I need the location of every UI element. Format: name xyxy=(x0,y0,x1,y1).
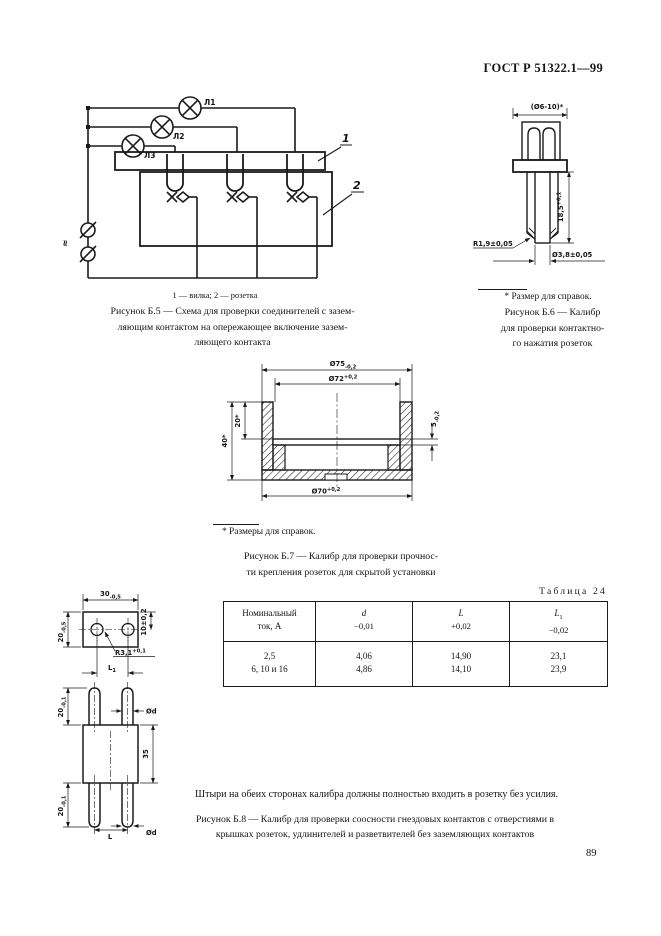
table-header-cell-l1: L1 −0,02 xyxy=(509,601,608,642)
dim-label-r31: R3,1+0,1 xyxy=(115,649,146,658)
caption-line: Рисунок Б.7 — Калибр для проверки прочно… xyxy=(244,551,438,562)
junction-dots xyxy=(86,106,90,148)
table-cell: 4,86 xyxy=(315,663,413,687)
table-header-cell-l: L +0,02 xyxy=(412,601,510,642)
caption-line: крышках розеток, удлинителей и разветвит… xyxy=(215,828,535,840)
dim-label-30: 30-0,5 xyxy=(100,590,121,601)
dim-label-pin-bottom: 20-0,1 xyxy=(57,795,68,816)
plug-callout-label: 1 xyxy=(342,132,350,145)
dim-label-d70: Ø70+0,2 xyxy=(312,487,341,496)
table-cell: 23,1 xyxy=(509,641,608,664)
callout-1: 1 xyxy=(317,132,352,162)
figure-b8-gauge-drawing: 30-0,5 20-0,5 10±0,2 R3,1+0,1 L1 xyxy=(57,590,158,841)
document-header: ГОСТ Р 51322.1—99 xyxy=(483,61,603,75)
pin-centerlines xyxy=(94,682,128,835)
figure-b6-caption: Рисунок Б.6 — Калибр для проверки контак… xyxy=(460,305,645,352)
plug-outline xyxy=(114,151,326,192)
dim-label-20: 20* xyxy=(234,414,242,427)
socket-contacts xyxy=(166,190,317,204)
figure-b5-legend: 1 — вилка; 2 — розетка xyxy=(172,291,258,300)
figure-b8-note: Штыри на обеих сторонах калибра должны п… xyxy=(195,789,559,800)
caption-line: Рисунок Б.8 — Калибр для проверки соосно… xyxy=(195,814,555,825)
caption-line: го нажатия розеток xyxy=(512,338,593,349)
table-row: 6, 10 и 16 4,86 14,10 23,9 xyxy=(223,663,608,687)
table-24: Номинальный ток, А d −0,01 L +0,02 L1 −0… xyxy=(223,601,608,687)
caption-line: Рисунок Б.6 — Калибр xyxy=(504,307,601,318)
tip-hatching xyxy=(526,227,559,238)
figure-b5-circuit-diagram: Л1 Л2 Л3 ≈ 1 2 xyxy=(61,96,364,279)
dimension-lines xyxy=(473,108,605,265)
socket-callout-label: 2 xyxy=(353,179,361,192)
table-cell: 6, 10 и 16 xyxy=(223,663,316,687)
dimension-lines xyxy=(227,364,438,501)
dim-label-20-plate: 20-0,5 xyxy=(57,621,68,642)
dim-label-d72: Ø72+0,2 xyxy=(329,375,358,384)
figure-b6-footnote: * Размер для справок. xyxy=(504,292,592,302)
top-view: 30-0,5 20-0,5 10±0,2 R3,1+0,1 L1 xyxy=(57,590,156,677)
dim-label-35: 35 xyxy=(142,749,150,759)
lamp-l3-label: Л3 xyxy=(144,151,155,160)
dim-label-l1: L1 xyxy=(108,664,116,674)
table-24-title: Таблица 24 xyxy=(539,586,607,597)
dim-label-d75: Ø75-0,2 xyxy=(330,360,357,371)
lamp-l2-label: Л2 xyxy=(173,132,184,141)
table-cell: 2,5 xyxy=(223,641,316,664)
side-view-dimensions xyxy=(63,687,158,832)
dim-label-tip-diameter: Ø3,8±0,05 xyxy=(552,251,593,259)
caption-line: ти крепления розеток для скрытой установ… xyxy=(246,566,436,578)
page-number: 89 xyxy=(586,848,597,859)
table-row: 2,5 4,06 14,90 23,1 xyxy=(223,641,608,664)
table-cell: 14,90 xyxy=(412,641,510,664)
dim-label-dia-top: Ød xyxy=(146,708,157,716)
figure-b5-caption: Рисунок Б.5 — Схема для проверки соедини… xyxy=(60,304,405,351)
dim-label-dia-bottom: Ød xyxy=(146,829,157,837)
caption-line: Рисунок Б.5 — Схема для проверки соедини… xyxy=(110,306,355,317)
table-header-row: Номинальный ток, А d −0,01 L +0,02 L1 −0… xyxy=(223,601,608,642)
footnote-rule xyxy=(213,524,259,525)
footnote-rule xyxy=(478,289,527,290)
dim-label-5: 5-0,2 xyxy=(430,411,441,427)
supply-terminals xyxy=(79,221,97,263)
figure-b7-caption: Рисунок Б.7 — Калибр для проверки прочно… xyxy=(196,549,486,580)
caption-line: ляющего контакта xyxy=(194,337,271,348)
circuit-wires xyxy=(87,107,318,279)
dim-label-height: 18,5+0,1 xyxy=(557,191,566,222)
ac-supply-symbol: ≈ xyxy=(61,239,71,247)
dim-label-40: 40* xyxy=(221,434,229,447)
figure-b7-footnote: * Размеры для справок. xyxy=(222,527,316,537)
hole-centerlines xyxy=(79,618,146,641)
side-view: 20-0,1 Ød 35 20-0,1 L Ød xyxy=(57,682,158,841)
table-cell: 23,9 xyxy=(509,663,608,687)
table-cell: 14,10 xyxy=(412,663,510,687)
figure-b6-gauge-drawing: (Ø6-10)* 18,5+0,1 R1,9±0,05 Ø3,8±0,05 xyxy=(473,103,605,265)
table-cell: 4,06 xyxy=(315,641,413,664)
lamp-l1-label: Л1 xyxy=(204,98,215,107)
dim-label-10: 10±0,2 xyxy=(140,608,148,635)
dim-label-l: L xyxy=(108,833,113,841)
gauge-body-outline xyxy=(512,121,568,244)
dim-label-top-diameter: (Ø6-10)* xyxy=(531,103,564,111)
caption-line: ляющим контактом на опережающее включени… xyxy=(117,321,348,333)
callout-2: 2 xyxy=(322,179,364,216)
figure-b7-gauge-drawing: Ø75-0,2 Ø72+0,2 40* 20* 5-0,2 Ø70+0,2 xyxy=(221,360,441,501)
figure-b8-caption: Рисунок Б.8 — Калибр для проверки соосно… xyxy=(130,813,620,842)
dim-label-pin-top: 20-0,1 xyxy=(57,696,68,717)
top-view-dimensions xyxy=(63,594,156,677)
table-header-cell-current: Номинальный ток, А xyxy=(223,601,316,642)
table-header-cell-d: d −0,01 xyxy=(315,601,413,642)
dim-label-radius: R1,9±0,05 xyxy=(473,240,513,248)
caption-line: для проверки контактно- xyxy=(500,322,605,334)
